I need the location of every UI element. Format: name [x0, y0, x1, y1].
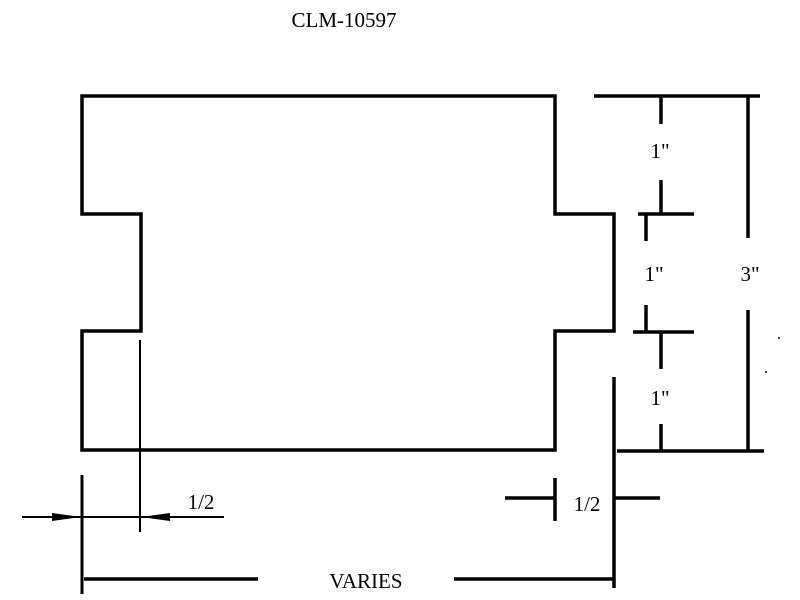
- drawing-title: CLM-10597: [292, 8, 397, 32]
- arrow-left-icon: [141, 513, 170, 521]
- stray-dot: [778, 337, 780, 339]
- arrow-right-icon: [52, 513, 81, 521]
- width-dimensions: [22, 340, 660, 594]
- dim-middle-label: 1": [644, 262, 663, 286]
- dim-bottom-label: 1": [650, 386, 669, 410]
- dim-top-label: 1": [650, 139, 669, 163]
- dim-left-offset-label: 1/2: [188, 490, 215, 514]
- dim-total-height-label: 3": [740, 262, 759, 286]
- stray-dot: [765, 371, 767, 373]
- height-dimensions: [594, 94, 764, 453]
- profile-outline: [80, 94, 616, 452]
- dim-right-offset-label: 1/2: [574, 492, 601, 516]
- dim-width-label: VARIES: [329, 569, 402, 593]
